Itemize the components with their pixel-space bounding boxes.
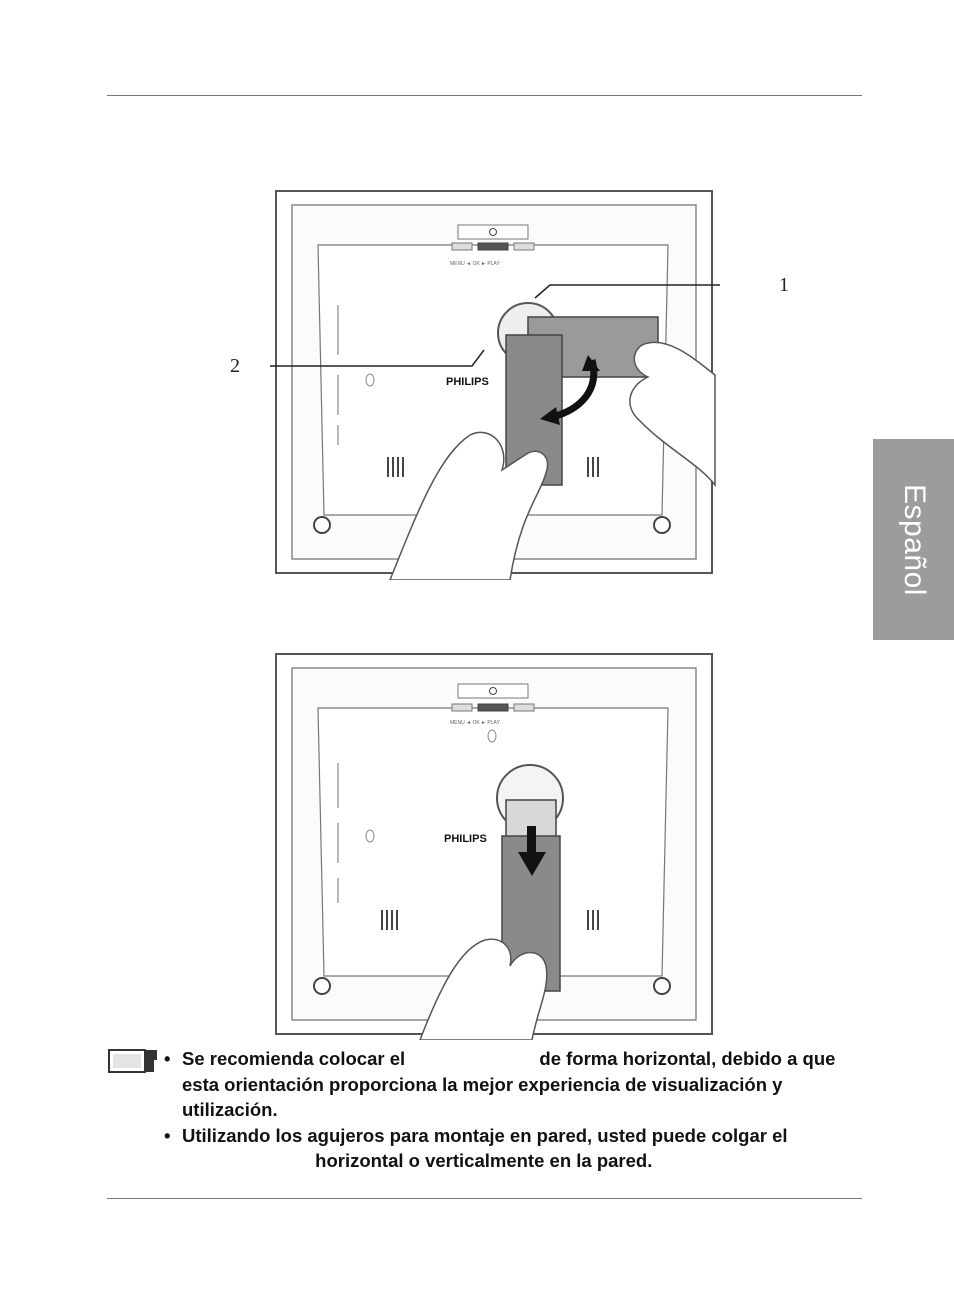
language-tab: Español (873, 439, 954, 640)
note-item: • Utilizando los agujeros para montaje e… (160, 1123, 860, 1174)
bullet: • (164, 1048, 171, 1069)
note-item: • Se recomienda colocar el de forma hori… (160, 1046, 860, 1123)
svg-text:MENU ◄ OK ► PLAY: MENU ◄ OK ► PLAY (450, 720, 500, 726)
bullet: • (164, 1124, 171, 1146)
bottom-rule (107, 1198, 862, 1199)
figure-2-brand: PHILIPS (444, 833, 487, 845)
note-1-before: Se recomienda colocar el (182, 1048, 406, 1069)
note-icon (108, 1049, 157, 1073)
note-2-before: Utilizando los agujeros para montaje en … (182, 1124, 788, 1146)
callout-2: 2 (230, 355, 240, 377)
note-1-after: de forma horizontal, debido a que esta o… (182, 1048, 836, 1120)
svg-text:MENU ◄ OK ► PLAY: MENU ◄ OK ► PLAY (450, 261, 500, 267)
figure-1-illustration: MENU ◄ OK ► PLAY PHILIPS (270, 190, 720, 580)
arrow-down-icon (518, 826, 546, 876)
figure-1-brand: PHILIPS (446, 376, 489, 388)
top-rule (107, 95, 862, 96)
callout-1: 1 (779, 274, 789, 296)
notes-list: • Se recomienda colocar el de forma hori… (160, 1046, 860, 1174)
language-tab-label: Español (897, 483, 931, 596)
note-2-after: horizontal o verticalmente en la pared. (315, 1150, 653, 1171)
figure-2-illustration: MENU ◄ OK ► PLAY PHILIPS (275, 653, 713, 1040)
